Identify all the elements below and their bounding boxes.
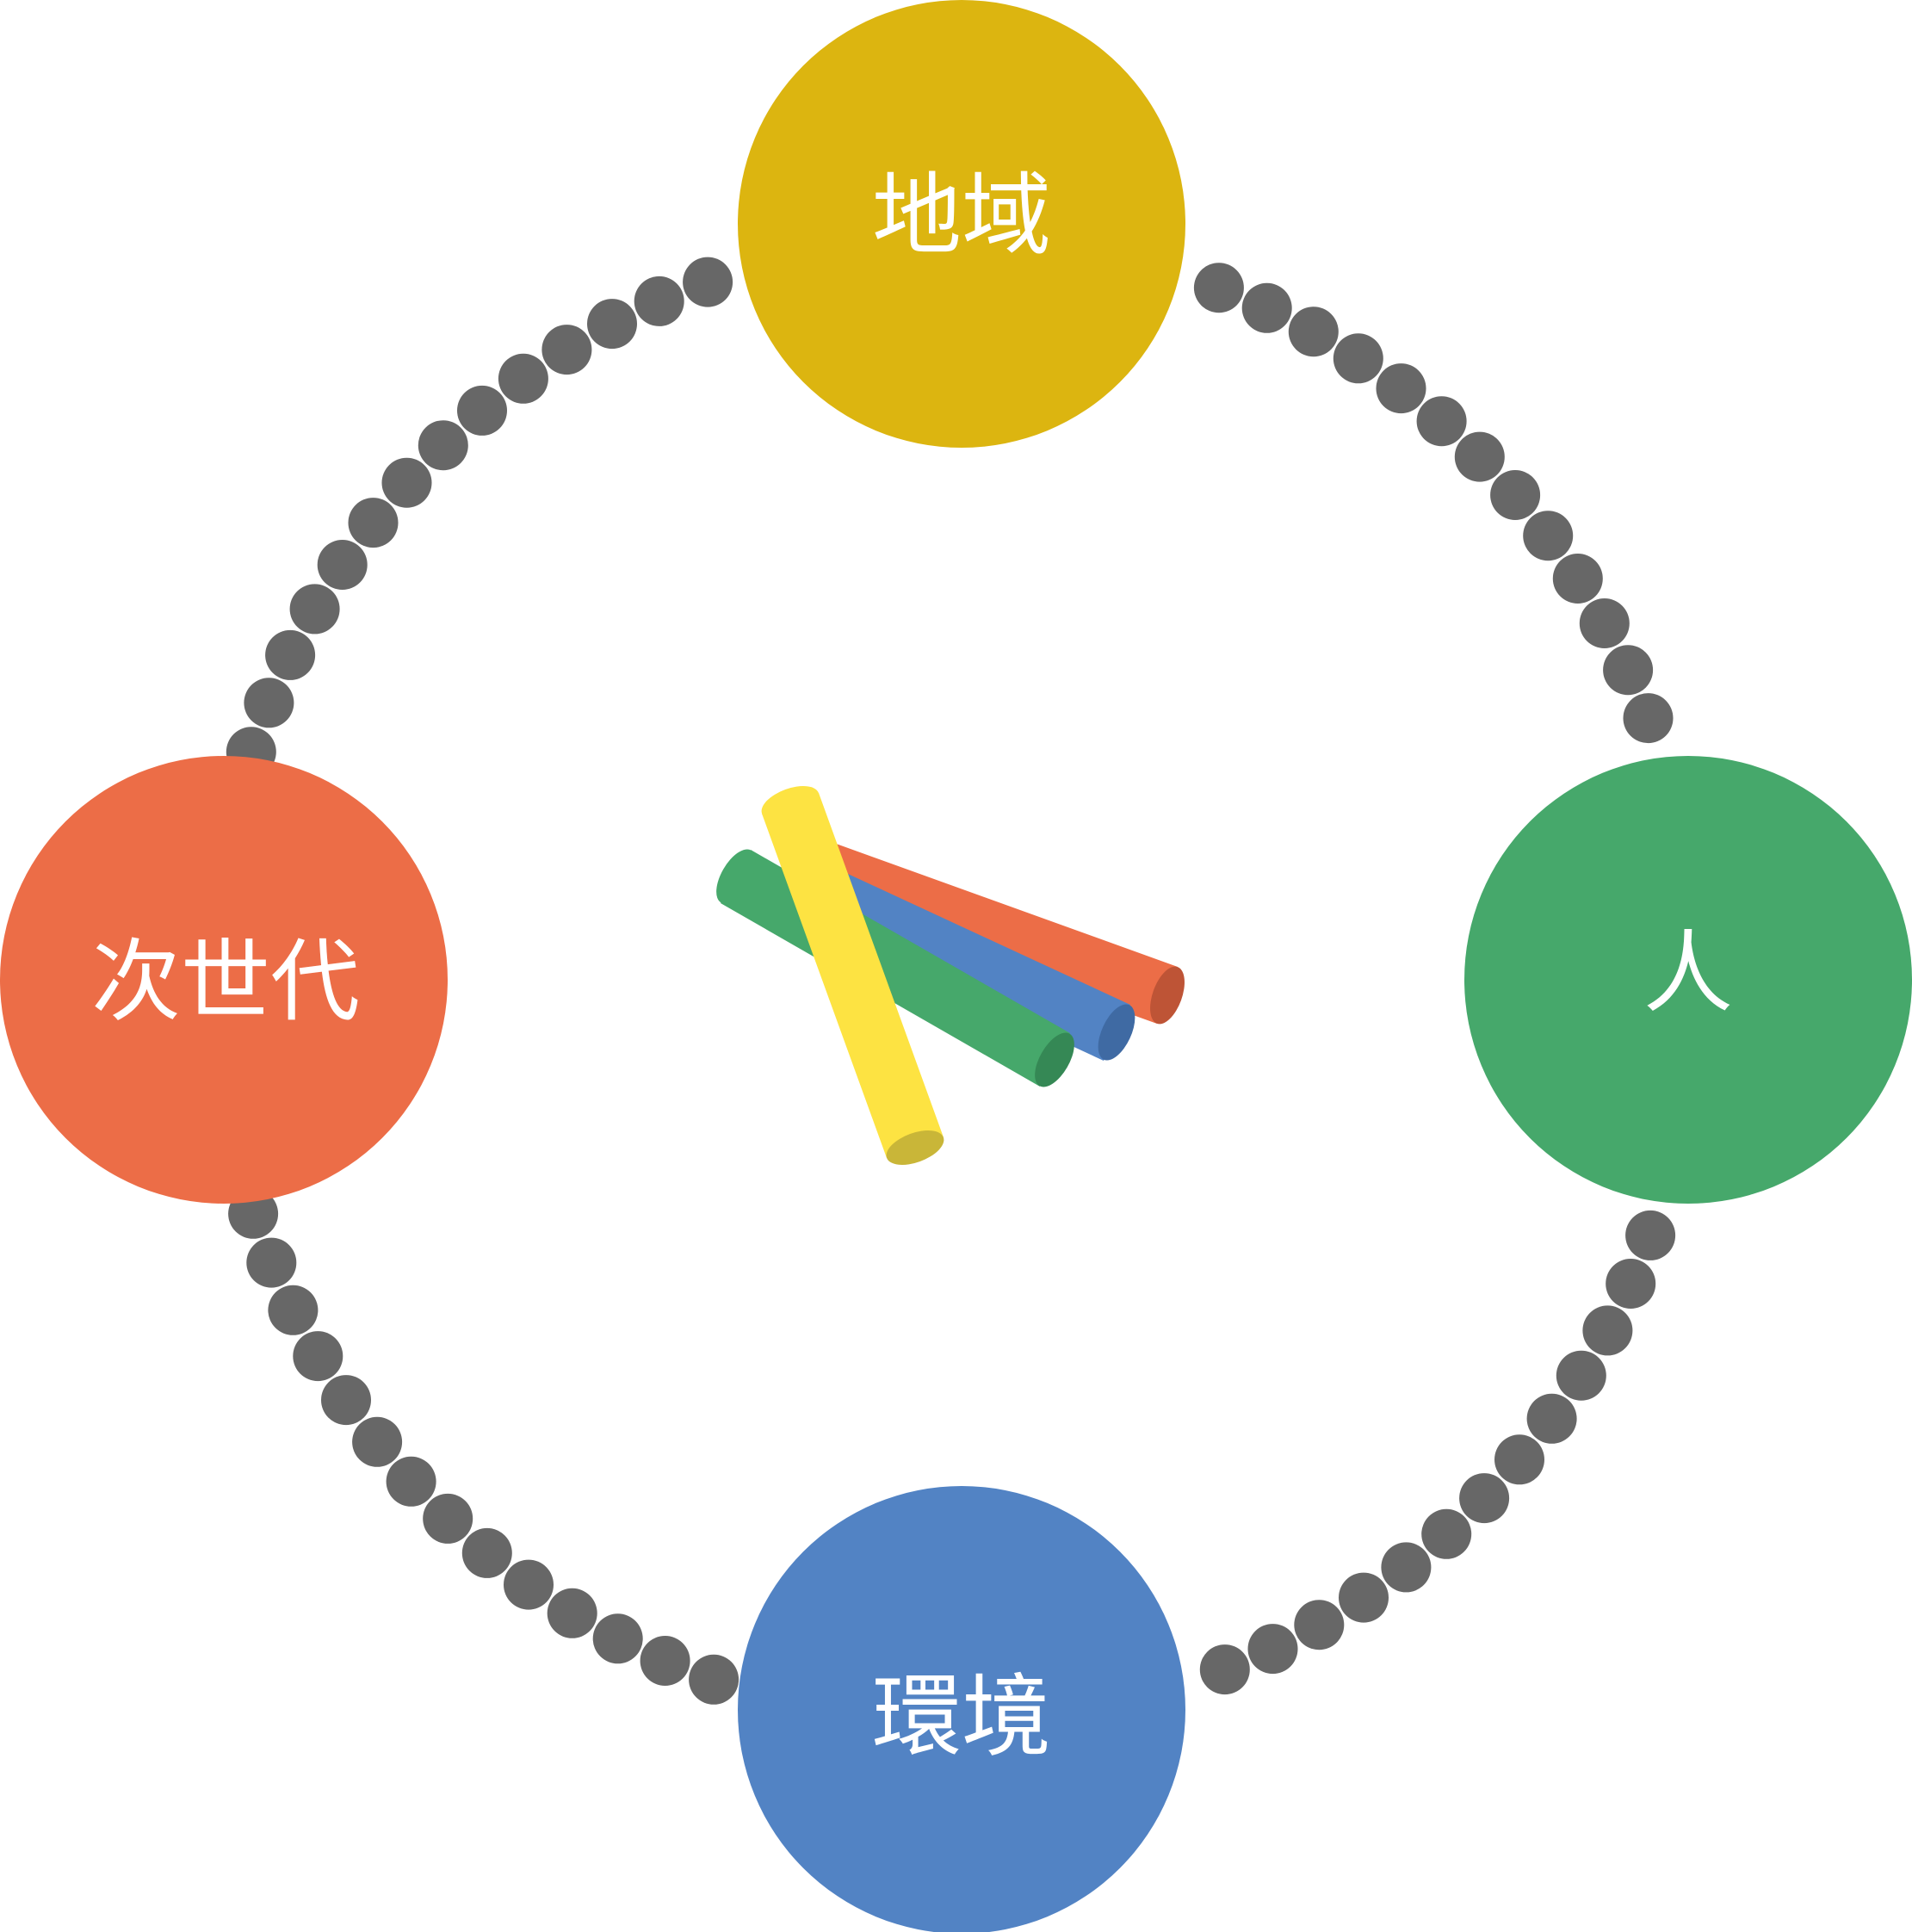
connector-dot: [541, 325, 592, 375]
connector-dot: [1603, 645, 1654, 696]
node-region: 地域: [738, 0, 1185, 448]
connector-dot: [1523, 511, 1574, 561]
connector-dot: [640, 1636, 690, 1686]
node-people-circle: [1464, 756, 1912, 1204]
connector-dot: [317, 540, 368, 590]
yellow-chalk: [761, 786, 944, 1165]
connector-dot: [1339, 1572, 1389, 1623]
blue-chalk: [775, 852, 1135, 1061]
node-region-label: 地域: [872, 163, 1051, 268]
connector-dot: [587, 299, 637, 350]
connector-dot: [381, 457, 432, 508]
node-next-generation-circle: [0, 756, 448, 1204]
connector-dot: [1459, 1473, 1510, 1524]
connector-dot: [244, 678, 294, 728]
connector-dot: [1421, 1508, 1472, 1559]
connector-dot: [1193, 263, 1244, 313]
connector-dot: [348, 498, 399, 548]
connector-dot: [418, 420, 468, 471]
node-people-label: 人: [1643, 920, 1733, 1025]
connector-dot: [1556, 1350, 1606, 1401]
connector-dot: [461, 1527, 512, 1578]
connector-dot: [634, 276, 684, 326]
connector-dot: [1241, 282, 1292, 333]
connector-dot: [1494, 1434, 1544, 1485]
node-region-circle: [738, 0, 1185, 448]
node-environment-circle: [738, 1486, 1185, 1932]
connector-dot: [547, 1588, 597, 1638]
connector-dot: [1376, 363, 1426, 414]
connector-dot: [1454, 431, 1505, 482]
connector-dot: [683, 257, 733, 307]
connector-dot: [1623, 693, 1674, 744]
connector-dot: [1625, 1210, 1676, 1260]
connector-dot: [1490, 470, 1541, 520]
connector-dot: [246, 1237, 297, 1288]
connector-dot: [1579, 598, 1630, 648]
node-next-generation-label: 次世代: [91, 929, 360, 1034]
connector-dot: [293, 1331, 343, 1382]
connector-dot: [268, 1285, 319, 1335]
connector-dot: [1247, 1624, 1298, 1675]
connector-dot: [498, 353, 548, 404]
node-environment-label: 環境: [872, 1664, 1051, 1769]
connector-dot: [386, 1456, 436, 1507]
connector-dot: [504, 1559, 554, 1610]
chalk-icon: [716, 786, 1185, 1165]
connector-dot: [1333, 333, 1383, 384]
connector-dot: [1552, 554, 1603, 604]
connector-dot: [592, 1613, 643, 1664]
connector-dot: [423, 1493, 473, 1544]
connector-dot: [289, 584, 340, 635]
connector-dot: [1526, 1393, 1577, 1444]
connector-dot: [457, 385, 507, 436]
connector-dot: [1199, 1644, 1250, 1695]
connector-dot: [1606, 1259, 1656, 1309]
dotted-connector-ring: [226, 257, 1676, 1705]
node-environment: 環境: [738, 1486, 1185, 1932]
connector-dot: [689, 1654, 739, 1705]
orange-chalk: [808, 841, 1185, 1025]
connector-dot: [1582, 1305, 1633, 1356]
node-people: 人: [1464, 756, 1912, 1204]
node-next-generation: 次世代: [0, 756, 448, 1204]
connector-dot: [265, 629, 316, 680]
connector-dot: [321, 1375, 371, 1426]
connector-dot: [352, 1416, 403, 1467]
connector-dot: [1288, 307, 1339, 357]
connector-dot: [1294, 1600, 1345, 1650]
connector-dot: [1416, 396, 1467, 447]
connector-dot: [1381, 1542, 1432, 1593]
